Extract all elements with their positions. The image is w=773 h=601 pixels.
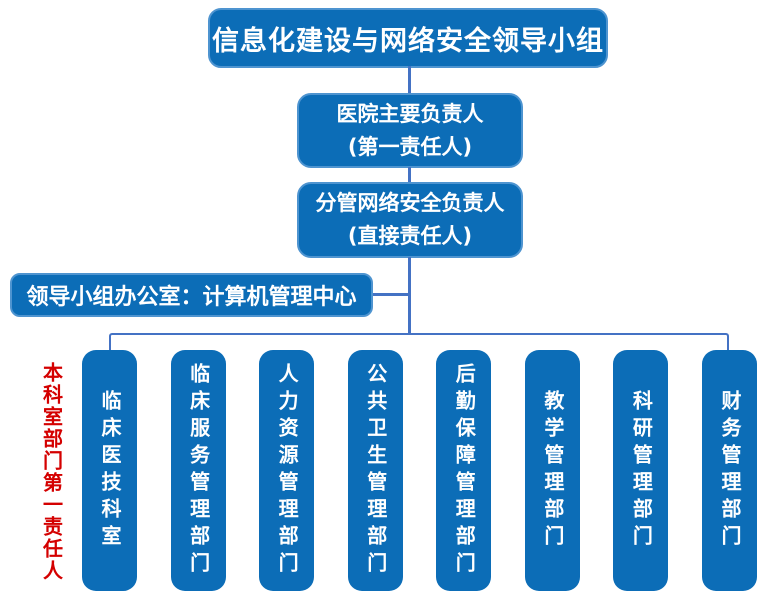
department-box: 教学管理部门	[524, 350, 580, 591]
office-label: 领导小组办公室：计算机管理中心	[26, 285, 357, 310]
department-label: 财务管理部门	[717, 389, 742, 552]
department-label: 科研管理部门	[629, 389, 654, 552]
hospital-chief-title: 医院主要负责人	[336, 101, 484, 126]
department-label: 公共卫生管理部门	[363, 362, 388, 579]
department-box: 财务管理部门	[701, 350, 757, 591]
distribution-rail	[109, 333, 729, 351]
security-lead-box: 分管网络安全负责人 (直接责任人)	[297, 182, 523, 258]
department-box: 公共卫生管理部门	[347, 350, 403, 591]
department-row: 临床医技科室 临床服务管理部门 人力资源管理部门 公共卫生管理部门 后勤保障管理…	[82, 350, 757, 591]
side-responsibility-label: 本科室部门第一责任人	[39, 362, 64, 582]
leadership-group-label: 信息化建设与网络安全领导小组	[212, 25, 604, 57]
department-label: 人力资源管理部门	[275, 362, 300, 579]
department-box: 人力资源管理部门	[259, 350, 315, 591]
department-box: 后勤保障管理部门	[436, 350, 492, 591]
department-label: 后勤保障管理部门	[452, 362, 477, 579]
connector-security-to-rail	[408, 257, 411, 335]
department-label: 临床服务管理部门	[186, 362, 211, 579]
department-label: 教学管理部门	[540, 389, 565, 552]
connector-chief-to-security	[408, 167, 411, 183]
department-box: 科研管理部门	[613, 350, 669, 591]
department-box: 临床服务管理部门	[170, 350, 226, 591]
department-box: 临床医技科室	[82, 350, 137, 591]
hospital-chief-subtitle: (第一责任人)	[347, 134, 473, 159]
department-label: 临床医技科室	[98, 389, 122, 552]
security-lead-title: 分管网络安全负责人	[315, 191, 505, 215]
leadership-group-box: 信息化建设与网络安全领导小组	[208, 8, 608, 68]
security-lead-subtitle: (直接责任人)	[347, 224, 473, 248]
hospital-chief-box: 医院主要负责人 (第一责任人)	[297, 93, 523, 168]
connector-title-to-chief	[408, 66, 411, 93]
connector-office-to-stem	[373, 293, 409, 296]
office-box: 领导小组办公室：计算机管理中心	[10, 273, 373, 317]
